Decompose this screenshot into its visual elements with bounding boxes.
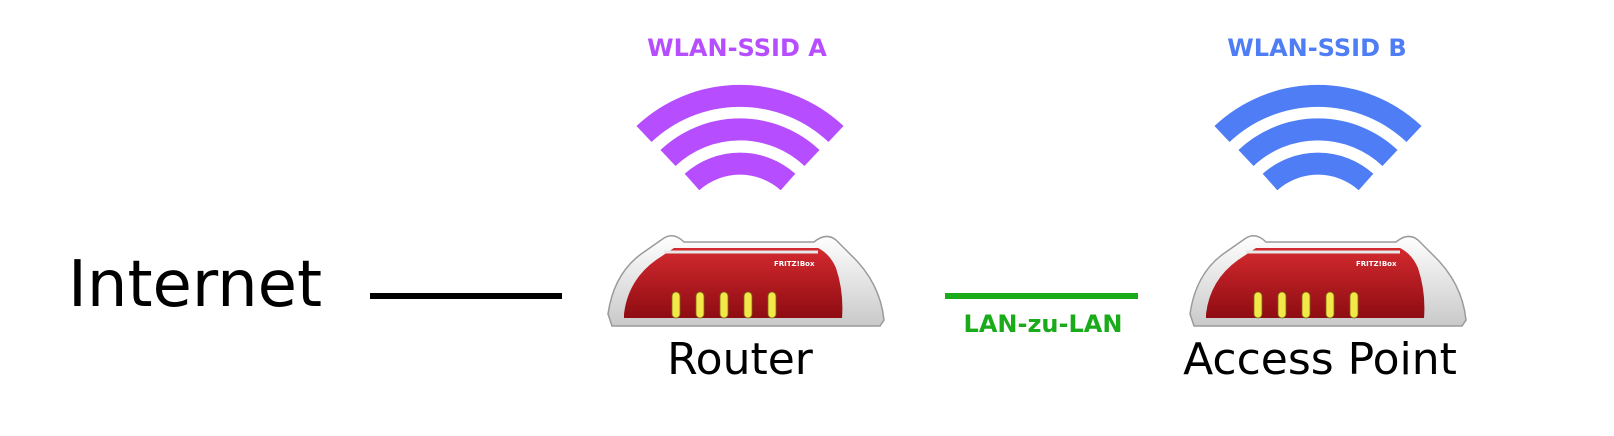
access-point-label: Access Point — [1183, 334, 1457, 385]
lan-link-label: LAN-zu-LAN — [963, 310, 1123, 338]
internet-label: Internet — [68, 248, 323, 322]
router-label: Router — [667, 334, 813, 385]
wifi-signal-icon — [1214, 84, 1422, 191]
router-brand-mark: FRITZ!Box — [774, 260, 815, 268]
access-point-brand-mark: FRITZ!Box — [1356, 260, 1397, 268]
access-point-ssid-label: WLAN-SSID B — [1227, 34, 1407, 62]
wifi-signal-icon — [636, 84, 844, 191]
router-device-icon: FRITZ!Box — [1189, 235, 1467, 327]
router-ssid-label: WLAN-SSID A — [647, 34, 827, 62]
router-device-icon: FRITZ!Box — [607, 235, 885, 327]
